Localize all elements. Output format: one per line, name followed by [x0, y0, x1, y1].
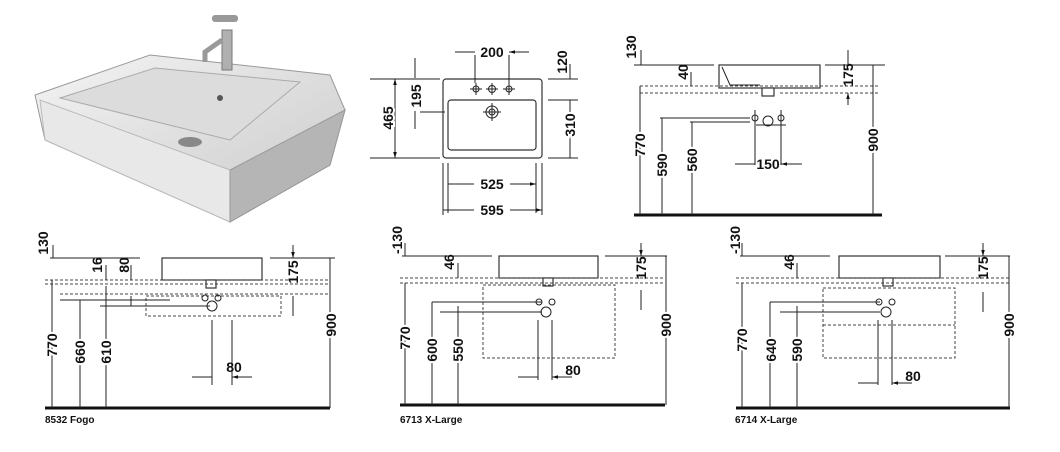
installation-6713: -130 46 175 900 770 600 550 80 6713 X-La…: [389, 226, 676, 426]
dim-height: 175: [633, 256, 649, 280]
plan-view: 200 120 195 465 310 525 595: [370, 44, 580, 218]
caption: 6713 X-Large: [400, 415, 463, 426]
dim-side-tap-spacing: 150: [756, 156, 780, 172]
dim-plan-bowl-depth: 310: [562, 113, 578, 137]
dim-d1: 16: [89, 257, 105, 273]
dim-side-top: 130: [623, 35, 639, 59]
dim-side-height: 175: [840, 63, 856, 87]
installation-6714: -130 46 175 900 770 640 590 80 6714 X-La…: [727, 226, 1019, 426]
installation-8532: 130 16 80 175 900 770 660 610 80 8532 Fo…: [35, 231, 341, 426]
dim-plan-bowl-width: 525: [480, 176, 504, 192]
dim-total: 900: [323, 313, 339, 337]
caption: 8532 Fogo: [45, 415, 94, 426]
side-view: 130 40 175 900 770 590 560 150: [623, 35, 885, 217]
dim-height: 175: [975, 256, 991, 280]
dim-height: 175: [285, 260, 301, 284]
dim-spacing: 80: [226, 359, 242, 375]
dim-side-drain: 560: [684, 148, 700, 172]
dim-side-rim: 40: [675, 64, 691, 80]
caption: 6714 X-Large: [735, 415, 798, 426]
dim-d1: 46: [441, 254, 457, 270]
dim-plan-width: 595: [480, 202, 504, 218]
dim-plan-depth: 465: [380, 106, 396, 130]
dim-counter: 770: [397, 326, 413, 350]
dim-top: 130: [35, 231, 51, 255]
dim-spacing: 80: [905, 368, 921, 384]
dim-counter: 770: [734, 328, 750, 352]
dim-plan-tap-offset: 195: [408, 84, 424, 108]
dim-d2: 80: [116, 257, 132, 273]
dim-h1: 660: [72, 340, 88, 364]
dim-spacing: 80: [565, 362, 581, 378]
dim-plan-top-offset: 120: [554, 50, 570, 74]
dim-h1: 640: [763, 338, 779, 362]
dim-side-total: 900: [865, 128, 881, 152]
dim-total: 900: [658, 313, 674, 337]
dim-side-supply: 590: [654, 153, 670, 177]
dim-plan-width-top: 200: [480, 44, 504, 60]
dim-counter: 770: [44, 333, 60, 357]
faucet-icon: [202, 15, 238, 71]
dim-total: 900: [1001, 313, 1017, 337]
dim-h2: 610: [98, 340, 114, 364]
dim-top: -130: [727, 226, 743, 254]
dim-h1: 600: [424, 338, 440, 362]
dim-side-counter: 770: [632, 133, 648, 157]
dim-top: -130: [389, 226, 405, 254]
dim-h2: 590: [789, 338, 805, 362]
basin-photo: [34, 15, 346, 223]
dim-d1: 46: [781, 254, 797, 270]
dim-h2: 550: [450, 338, 466, 362]
